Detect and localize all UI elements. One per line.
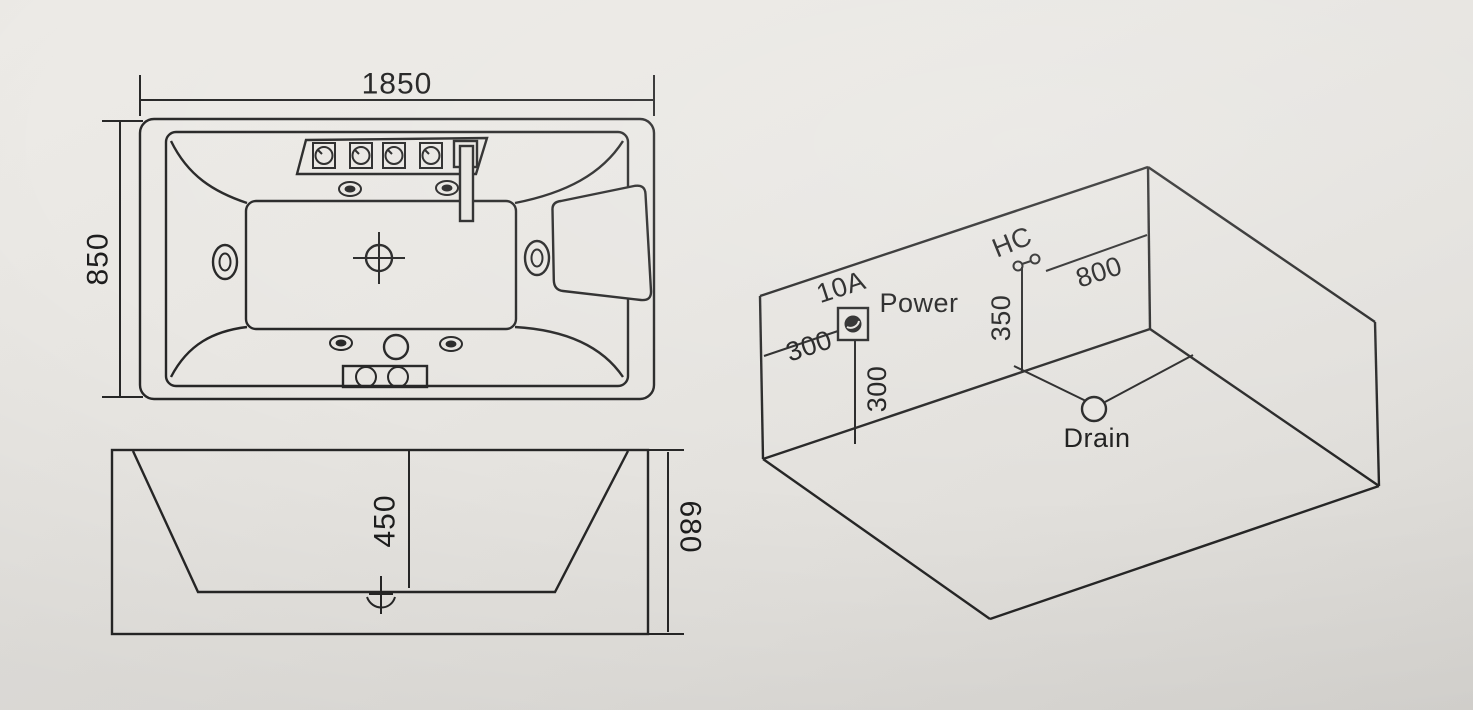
- suction-fitting: [382, 333, 410, 361]
- installation-iso-view: 10A Power 300 300 HC 350 800 Drain: [758, 165, 1381, 621]
- tub-outer-edge: [138, 117, 656, 401]
- tub-skirt-outline: [110, 448, 650, 636]
- headrest-pillow: [551, 184, 653, 302]
- drain-label: Drain: [1063, 423, 1130, 453]
- hc-offset-dimension-line: [1045, 234, 1148, 272]
- control-knob: [382, 142, 406, 169]
- side-jet: [211, 243, 239, 281]
- hot-cold-label: HC: [988, 221, 1036, 264]
- top-view: 1850 850: [82, 68, 656, 401]
- hc-height-label: 350: [986, 295, 1016, 342]
- jet: [439, 336, 463, 352]
- faucet-spout: [452, 139, 479, 223]
- basin-floor: [244, 199, 518, 331]
- height-dimension-label: 680: [674, 500, 707, 553]
- width-dimension-label: 1850: [362, 68, 433, 101]
- basin-corner-curve: [169, 325, 248, 378]
- drain-symbol: [366, 576, 396, 614]
- jet: [329, 335, 353, 351]
- basin-profile: [131, 450, 630, 594]
- breaker-rating-label: 10A: [813, 265, 869, 309]
- side-view: 450 680: [110, 448, 707, 636]
- control-panel: [295, 136, 489, 176]
- power-label: Power: [879, 288, 958, 318]
- basin-depth-label: 450: [369, 494, 402, 547]
- basin-corner-curve: [514, 325, 624, 378]
- drain-center-mark: [353, 232, 405, 284]
- depth-dimension-label: 850: [82, 232, 115, 285]
- air-control-box: [341, 364, 429, 389]
- jet: [435, 180, 459, 196]
- installation-box-outline: [758, 165, 1381, 621]
- control-knob: [312, 142, 336, 169]
- hc-offset-label: 800: [1072, 250, 1126, 293]
- drain-marker: [1013, 354, 1194, 423]
- control-knob: [349, 142, 373, 169]
- hot-cold-connection-points: [1012, 253, 1041, 272]
- basin-corner-curve: [169, 140, 248, 205]
- jet: [338, 181, 362, 197]
- power-outlet: [836, 306, 870, 342]
- power-offset-dimension-line: [763, 330, 839, 357]
- side-jet: [523, 239, 551, 277]
- basin-corner-curve: [514, 140, 625, 205]
- control-knob: [419, 142, 443, 169]
- power-height-label: 300: [862, 366, 892, 413]
- power-offset-label: 300: [782, 324, 836, 367]
